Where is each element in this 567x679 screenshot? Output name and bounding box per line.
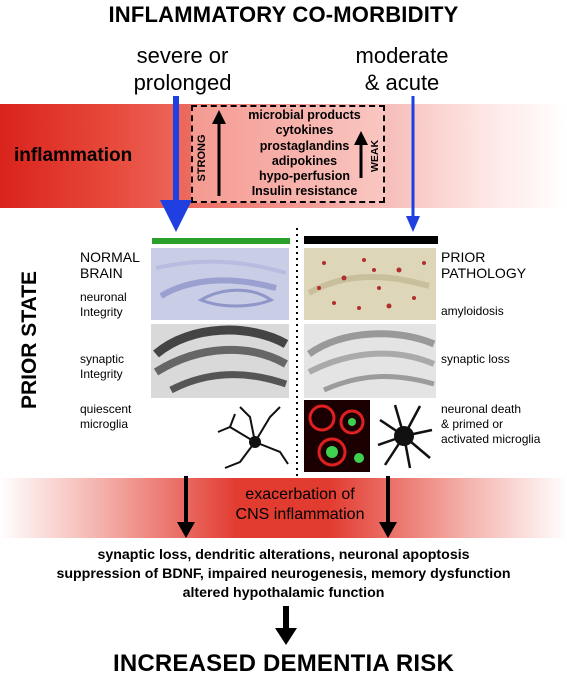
left-trigger-line-2: prolonged <box>133 70 232 95</box>
normal-hippocampus-image <box>151 248 289 320</box>
synaptic-loss-label: synaptic loss <box>441 352 510 366</box>
strong-label: STRONG <box>196 134 208 182</box>
synaptic-loss-image <box>304 324 436 398</box>
neuronal-integrity-label: neuronal Integrity <box>80 290 127 320</box>
right-trigger-text: moderate & acute <box>322 42 482 96</box>
exacerbation-band <box>0 478 567 538</box>
inflammation-band <box>0 104 567 208</box>
effect-line: suppression of BDNF, impaired neurogenes… <box>56 566 511 582</box>
right-trigger-line-2: & acute <box>364 70 440 95</box>
activated-microglia-drawing <box>377 404 433 469</box>
quiescent-microglia-image <box>210 402 290 472</box>
normal-green-bar <box>152 238 290 244</box>
mediator-item: hypo-perfusion <box>259 169 350 184</box>
exacerbation-text: exacerbation of CNS inflammation <box>190 485 410 525</box>
normal-row1-line-2: Integrity <box>80 305 123 319</box>
pathology-heading-line-2: PATHOLOGY <box>441 265 527 281</box>
normal-row1-line-1: neuronal <box>80 290 127 304</box>
inflammation-label: inflammation <box>14 145 133 166</box>
right-trigger-line-1: moderate <box>355 43 449 68</box>
synaptic-integrity-label: synaptic Integrity <box>80 352 124 382</box>
amyloid-image <box>304 248 436 320</box>
normal-heading-line-1: NORMAL <box>80 249 140 265</box>
effect-line: synaptic loss, dendritic alterations, ne… <box>97 547 470 563</box>
prior-state-label: PRIOR STATE <box>18 270 41 410</box>
quiescent-microglia-label: quiescent microglia <box>80 402 131 432</box>
weak-label: WEAK <box>369 139 381 173</box>
normal-heading-line-2: BRAIN <box>80 265 123 281</box>
amyloidosis-label: amyloidosis <box>441 304 504 318</box>
normal-row2-line-2: Integrity <box>80 367 123 381</box>
quiescent-microglia-drawing <box>217 406 289 469</box>
mediator-item: cytokines <box>275 123 334 138</box>
mediator-item: adipokines <box>271 153 338 168</box>
neuronal-death-label: neuronal death & primed or activated mic… <box>441 402 540 447</box>
normal-synaptic-drawing <box>153 325 289 394</box>
amyloid-drawing <box>307 258 430 310</box>
mediator-item: microbial products <box>248 108 361 122</box>
normal-synaptic-image <box>151 324 289 398</box>
normal-hippocampus-drawing <box>155 259 287 308</box>
outcome-arrow <box>275 606 297 645</box>
mediator-item: Insulin resistance <box>251 184 358 199</box>
effect-line: altered hypothalamic function <box>182 585 385 601</box>
normal-brain-heading: NORMAL BRAIN <box>80 249 140 281</box>
pathology-black-bar <box>304 236 438 244</box>
synaptic-loss-drawing <box>306 330 436 393</box>
mediator-item: prostaglandins <box>259 138 350 153</box>
left-trigger-line-1: severe or <box>136 43 229 68</box>
pathology-row3-line-3: activated microglia <box>441 432 541 446</box>
activated-microglia-image <box>370 400 438 472</box>
normal-row3-line-1: quiescent <box>80 402 132 416</box>
normal-row2-line-1: synaptic <box>80 352 125 366</box>
exacerbation-line-2: CNS inflammation <box>235 506 365 523</box>
pathology-row3-line-1: neuronal death <box>441 402 522 416</box>
effects-list: synaptic loss, dendritic alterations, ne… <box>0 546 567 603</box>
exacerbation-line-1: exacerbation of <box>245 486 355 503</box>
prior-pathology-heading: PRIOR PATHOLOGY <box>441 249 526 281</box>
neuronal-death-image <box>304 400 370 472</box>
pathology-heading-line-1: PRIOR <box>441 249 486 265</box>
pathology-row3-line-2: & primed or <box>441 417 504 431</box>
normal-row3-line-2: microglia <box>80 417 129 431</box>
left-trigger-text: severe or prolonged <box>105 42 260 96</box>
diagram-title: INFLAMMATORY CO-MORBIDITY <box>108 2 459 27</box>
mediator-list: microbial products cytokines prostagland… <box>232 108 377 200</box>
neuronal-death-drawing <box>308 404 365 467</box>
outcome-text: INCREASED DEMENTIA RISK <box>112 650 455 677</box>
